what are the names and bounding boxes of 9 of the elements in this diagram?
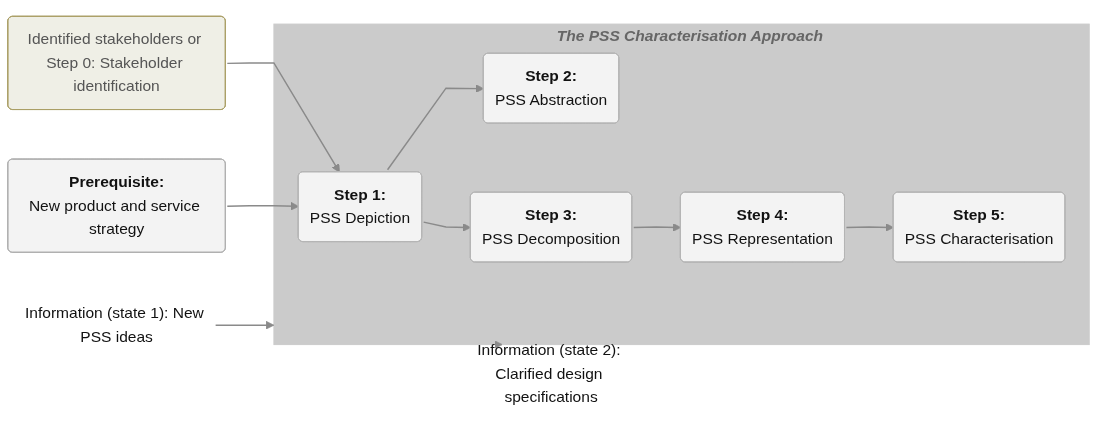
node-text: Information (state 1): New PSS ideas <box>25 304 204 345</box>
arrow <box>226 62 340 173</box>
arrow <box>226 201 300 211</box>
arrow <box>495 341 502 348</box>
arrow <box>422 221 472 232</box>
arrow <box>214 320 275 330</box>
arrow <box>633 223 682 232</box>
arrow <box>386 84 485 171</box>
arrow <box>845 223 894 232</box>
